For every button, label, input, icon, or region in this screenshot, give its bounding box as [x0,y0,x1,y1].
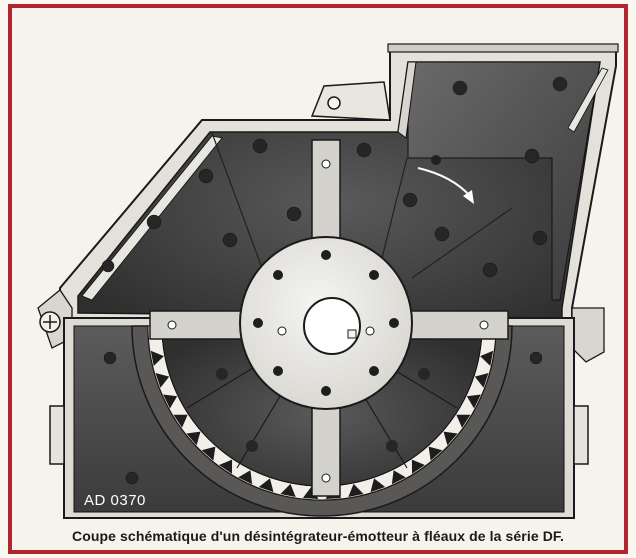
grate-tooth [163,394,178,409]
drawing-reference-code: AD 0370 [84,492,146,509]
grate-tooth [201,446,216,461]
grate-tooth [443,431,458,446]
grate-tooth [466,394,481,409]
grate-tooth [186,431,201,446]
grate-tooth [238,470,253,485]
grate-tooth [391,470,406,485]
grate-tooth [173,414,188,428]
grate-tooth [150,350,164,367]
grate-tooth [428,446,443,461]
grate-tooth [411,459,425,474]
figure-caption: Coupe schématique d'un désintégrateur-ém… [72,528,564,544]
grate-tooth [219,459,233,474]
grate-tooth [480,350,494,367]
rotation-direction-arrow-icon [417,155,474,204]
grate-tooth [258,478,274,493]
figure-frame: AD 0370 Coupe schématique d'un désintégr… [8,4,628,554]
grate-tooth [474,373,489,388]
rotor-disc [239,236,413,410]
grate-tooth [348,483,364,497]
grate-tooth [280,483,296,497]
crusher-cross-section-drawing [37,43,619,519]
grate-tooth [456,414,471,428]
grate-tooth [155,373,170,388]
grate-tooth [370,478,386,493]
